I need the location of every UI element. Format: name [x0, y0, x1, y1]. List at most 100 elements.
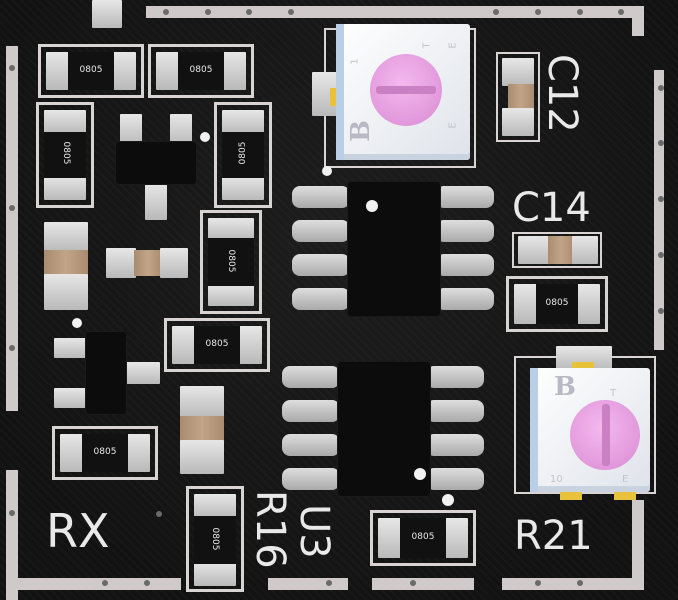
resistor-outline	[38, 44, 144, 98]
pad	[514, 284, 538, 324]
transistor-body	[86, 332, 126, 414]
pad	[238, 326, 262, 364]
outline-right	[632, 6, 644, 36]
package-label: 0805	[226, 249, 236, 273]
capacitor-body	[44, 250, 88, 276]
pad	[54, 388, 90, 408]
pad	[518, 236, 550, 264]
ic-upper-body	[348, 182, 440, 316]
resistor-body	[82, 434, 128, 472]
resistor-body	[208, 238, 254, 286]
ic-pin	[282, 434, 340, 456]
pot-mark: E	[622, 474, 629, 485]
pad	[112, 52, 136, 90]
pot-mark: T	[610, 388, 617, 399]
pot-mark: 10	[550, 474, 563, 485]
via	[658, 196, 664, 202]
via	[9, 510, 15, 516]
pad	[208, 218, 254, 240]
capacitor-outline	[512, 232, 602, 268]
resistor-body	[194, 326, 240, 364]
pad	[222, 52, 246, 90]
resistor-body	[194, 516, 236, 564]
designator-r21: R21	[514, 513, 593, 559]
designator-r16: R16	[247, 490, 293, 569]
resistor-outline	[36, 102, 94, 208]
pad	[222, 176, 264, 200]
pad	[378, 518, 402, 558]
ic-pin	[436, 288, 494, 310]
pin1-marker	[366, 200, 378, 212]
pot-side	[336, 24, 344, 160]
pin1-marker	[200, 132, 210, 142]
pad	[126, 434, 150, 472]
via	[9, 65, 15, 71]
pot-brand-letter: B	[554, 372, 576, 402]
via	[577, 580, 583, 586]
pot-mark: 1	[349, 58, 361, 65]
designator-u3: U3	[291, 504, 337, 559]
outline-bottom-mid	[268, 578, 348, 590]
via	[618, 9, 624, 15]
pin1-marker	[72, 318, 82, 328]
outline-top	[146, 6, 644, 18]
ic-pin	[282, 366, 340, 388]
pot-slot	[376, 86, 436, 94]
ic-pin	[426, 434, 484, 456]
pad	[170, 114, 192, 146]
pot-mark: T	[421, 42, 433, 49]
pot-mark: E	[447, 42, 459, 49]
via	[288, 9, 294, 15]
pin1-marker	[322, 166, 332, 176]
designator-rx: RX	[46, 504, 110, 558]
package-label: 0805	[93, 447, 117, 457]
resistor-body	[400, 518, 446, 558]
pad	[160, 248, 188, 278]
capacitor-body	[180, 416, 224, 442]
capacitor-outline	[496, 52, 540, 142]
package-label: 0805	[411, 532, 435, 542]
pot-slot	[602, 404, 610, 466]
ic-pin	[292, 220, 350, 242]
pad	[156, 52, 180, 90]
package-label: 0805	[545, 298, 569, 308]
resistor-body	[44, 132, 86, 178]
ic-pin	[282, 468, 340, 490]
pad	[444, 518, 468, 558]
package-label: 0805	[79, 65, 103, 75]
pad	[576, 284, 600, 324]
via	[156, 511, 162, 517]
pad	[222, 110, 264, 134]
pad	[180, 386, 224, 418]
ic-pin	[426, 400, 484, 422]
capacitor-body	[134, 250, 162, 276]
resistor-outline	[164, 318, 270, 372]
resistor-body	[222, 132, 264, 178]
pot-side	[530, 368, 538, 492]
pot-mark: E	[447, 122, 459, 129]
pad	[194, 494, 236, 518]
pad	[172, 326, 196, 364]
capacitor-body	[548, 236, 574, 264]
resistor-body	[536, 284, 578, 324]
ic-pin	[426, 366, 484, 388]
ic-pin	[436, 254, 494, 276]
outline-left	[6, 46, 18, 411]
outline-right-lower	[654, 70, 664, 350]
pad	[120, 114, 142, 146]
via	[326, 580, 332, 586]
pad	[208, 284, 254, 306]
ic-pin	[436, 186, 494, 208]
via	[658, 252, 664, 258]
ic-pin	[426, 468, 484, 490]
pad	[502, 108, 534, 136]
pad	[44, 110, 86, 134]
outline-bottom-left	[6, 578, 181, 590]
transistor-body	[116, 142, 196, 184]
resistor-body	[68, 52, 114, 90]
pad	[106, 248, 136, 278]
package-label: 0805	[205, 339, 229, 349]
pad	[572, 236, 598, 264]
resistor-outline	[186, 486, 244, 592]
via	[658, 308, 664, 314]
